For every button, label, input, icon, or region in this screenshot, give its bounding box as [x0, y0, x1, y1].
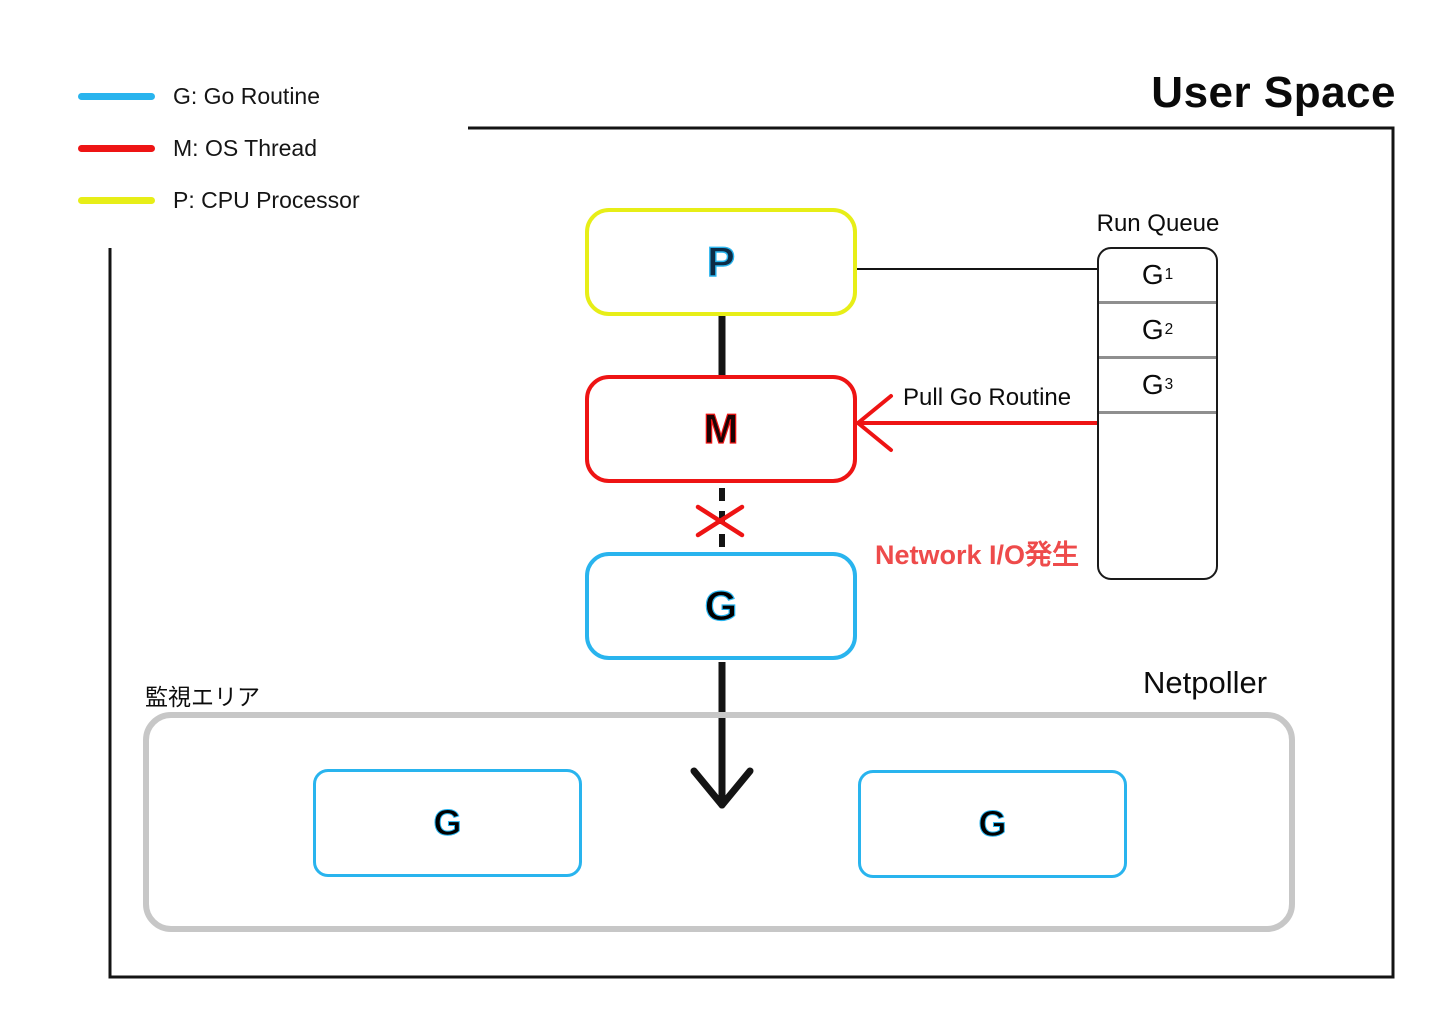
legend-item-goroutine: G: Go Routine	[78, 82, 360, 109]
processor-line-icon	[78, 196, 155, 204]
netpoller-g-right-label: G	[978, 803, 1007, 845]
run-queue-item-subscript: 2	[1164, 321, 1174, 339]
node-m-label: M	[703, 405, 739, 452]
netpoller-area	[143, 712, 1295, 932]
run-queue-item-label: G	[1141, 259, 1164, 290]
thread-line-icon	[78, 144, 155, 152]
legend-item-processor: P: CPU Processor	[78, 186, 360, 213]
netpoller-goroutine-left: G	[313, 769, 582, 877]
broken-link-x-icon	[695, 504, 745, 538]
legend-label-processor: P: CPU Processor	[173, 186, 360, 213]
run-queue-item-subscript: 1	[1164, 266, 1174, 284]
legend: G: Go Routine M: OS Thread P: CPU Proces…	[78, 82, 360, 240]
legend-label-goroutine: G: Go Routine	[173, 82, 321, 109]
node-cpu-processor: P	[585, 208, 857, 316]
run-queue-item-label: G	[1141, 369, 1164, 400]
run-queue-item-subscript: 3	[1164, 376, 1174, 394]
pull-arrow-head	[856, 394, 893, 425]
run-queue-title: Run Queue	[1096, 210, 1220, 237]
netpoller-g-left-label: G	[433, 802, 462, 844]
netpoller-title: Netpoller	[1143, 665, 1268, 700]
pull-go-routine-label: Pull Go Routine	[903, 384, 1072, 411]
run-queue-item-label: G	[1141, 314, 1164, 345]
legend-item-thread: M: OS Thread	[78, 134, 360, 161]
node-goroutine: G	[585, 552, 857, 660]
legend-label-thread: M: OS Thread	[173, 134, 318, 161]
page-title: User Space	[1151, 68, 1396, 117]
node-p-label: P	[706, 238, 735, 285]
monitor-area-label: 監視エリア	[145, 684, 260, 710]
network-io-label: Network I/O発生	[875, 540, 1080, 570]
broken-link-x-icon	[695, 504, 745, 538]
netpoller-goroutine-right: G	[858, 770, 1127, 878]
pull-arrow-head	[856, 421, 893, 452]
node-os-thread: M	[585, 375, 857, 483]
goroutine-line-icon	[78, 92, 155, 100]
node-g-label: G	[704, 582, 738, 629]
